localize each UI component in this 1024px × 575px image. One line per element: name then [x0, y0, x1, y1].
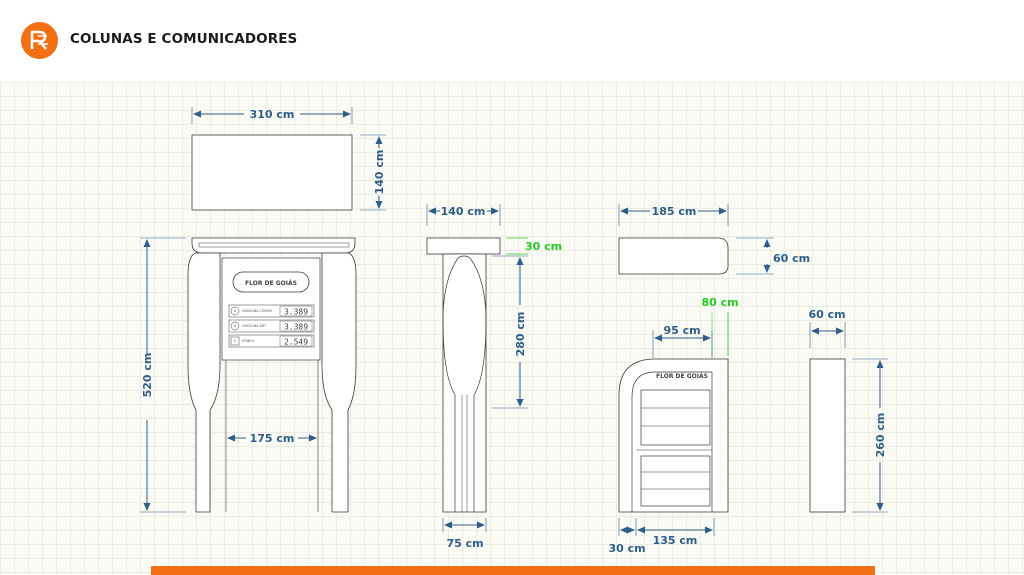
side-base-width-label: 75 cm: [446, 537, 483, 550]
pylon-top-width-label: 310 cm: [250, 108, 295, 121]
comm-base-width-label: 135 cm: [653, 534, 698, 547]
fuel-row: G GASOLINA ADT 3.389: [228, 319, 315, 333]
fuel-price: 2.549: [284, 338, 308, 347]
svg-text:G: G: [234, 324, 237, 328]
comm-brand-label: FLOR DE GOIÁS: [656, 373, 708, 380]
page-title: COLUNAS E COMUNICADORES: [70, 31, 298, 47]
fuel-name: GASOLINA ADT: [242, 324, 266, 328]
side-body-height-label: 280 cm: [514, 312, 527, 357]
fuel-row: G GASOLINA COMUM 3.389: [228, 304, 315, 318]
fuel-name: ETANOL: [242, 339, 255, 343]
comm-side-width-label: 60 cm: [808, 308, 845, 321]
communicator-front-view: 80 cm 95 cm FLOR DE GOIÁS 30 cm 135 cm: [608, 296, 738, 555]
pylon-brand-label: FLOR DE GOIÁS: [245, 280, 297, 287]
communicator-top-view: 185 cm 60 cm: [618, 204, 810, 275]
svg-text:E: E: [234, 339, 236, 343]
comm-header-width-label: 95 cm: [663, 324, 700, 337]
bottom-accent-bar: [151, 566, 875, 575]
comm-top-width-label: 185 cm: [652, 205, 697, 218]
pylon-height-label: 520 cm: [141, 353, 154, 398]
side-top-width-label: 140 cm: [441, 205, 486, 218]
fuel-price: 3.389: [284, 308, 308, 317]
comm-side-height-label: 260 cm: [874, 413, 887, 458]
fuel-row: E ETANOL 2.549: [228, 334, 315, 348]
brand-logo-icon: [21, 22, 58, 59]
header: COLUNAS E COMUNICADORES: [0, 0, 1024, 82]
pylon-top-depth-label: 140 cm: [373, 150, 386, 195]
comm-top-depth-label: 60 cm: [773, 252, 810, 265]
pylon-inner-width-label: 175 cm: [250, 432, 295, 445]
blueprint-grid: [0, 82, 1024, 575]
pylon-side-view: 140 cm 30 cm 280 cm 75 cm: [426, 204, 562, 550]
fuel-price: 3.389: [284, 323, 308, 332]
comm-base-offset-label: 30 cm: [608, 542, 645, 555]
communicator-side-view: 60 cm 260 cm: [808, 308, 888, 513]
svg-text:G: G: [234, 309, 237, 313]
comm-header-height-label: 80 cm: [701, 296, 738, 309]
fuel-name: GASOLINA COMUM: [242, 309, 272, 313]
pylon-top-view: 310 cm 140 cm: [191, 107, 386, 211]
pylon-front-view: FLOR DE GOIÁS G GASOLINA COMUM 3.389 G G…: [140, 237, 357, 513]
side-top-height-label: 30 cm: [525, 240, 562, 253]
